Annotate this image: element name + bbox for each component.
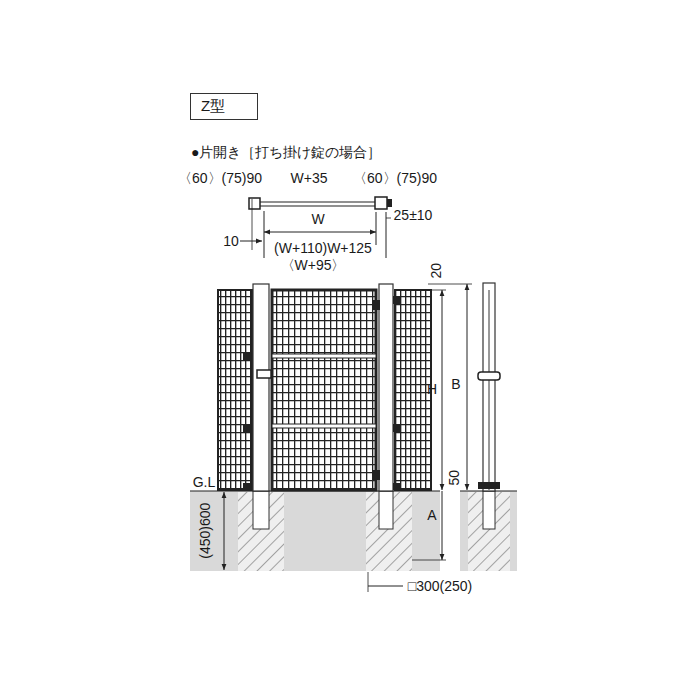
dimension: 10 [222,234,240,249]
dimension: 〈60〉(75)90 [352,171,438,186]
dimension: (W+110)W+125 [273,241,373,256]
type-label: Z型 [201,97,247,115]
dimension: B [450,377,461,392]
dimension: 〈60〉(75)90 [177,171,263,186]
subtitle: ●片開き［打ち掛け錠の場合］ [190,145,382,160]
dimension: 50 [447,469,462,487]
dimension: □300(250) [407,579,474,594]
dimension: (450)600 [198,502,213,560]
dimension: H [426,382,438,397]
dimension: W [310,212,325,227]
type-box: Z型 [190,93,258,120]
dimension: A [426,508,437,523]
ground-line-label: G.L [192,475,217,490]
dimension: 25±10 [393,208,434,223]
dimension: W+35 [290,171,329,186]
dimension: 20 [429,262,444,280]
dimension: 〈W+95〉 [280,258,347,273]
